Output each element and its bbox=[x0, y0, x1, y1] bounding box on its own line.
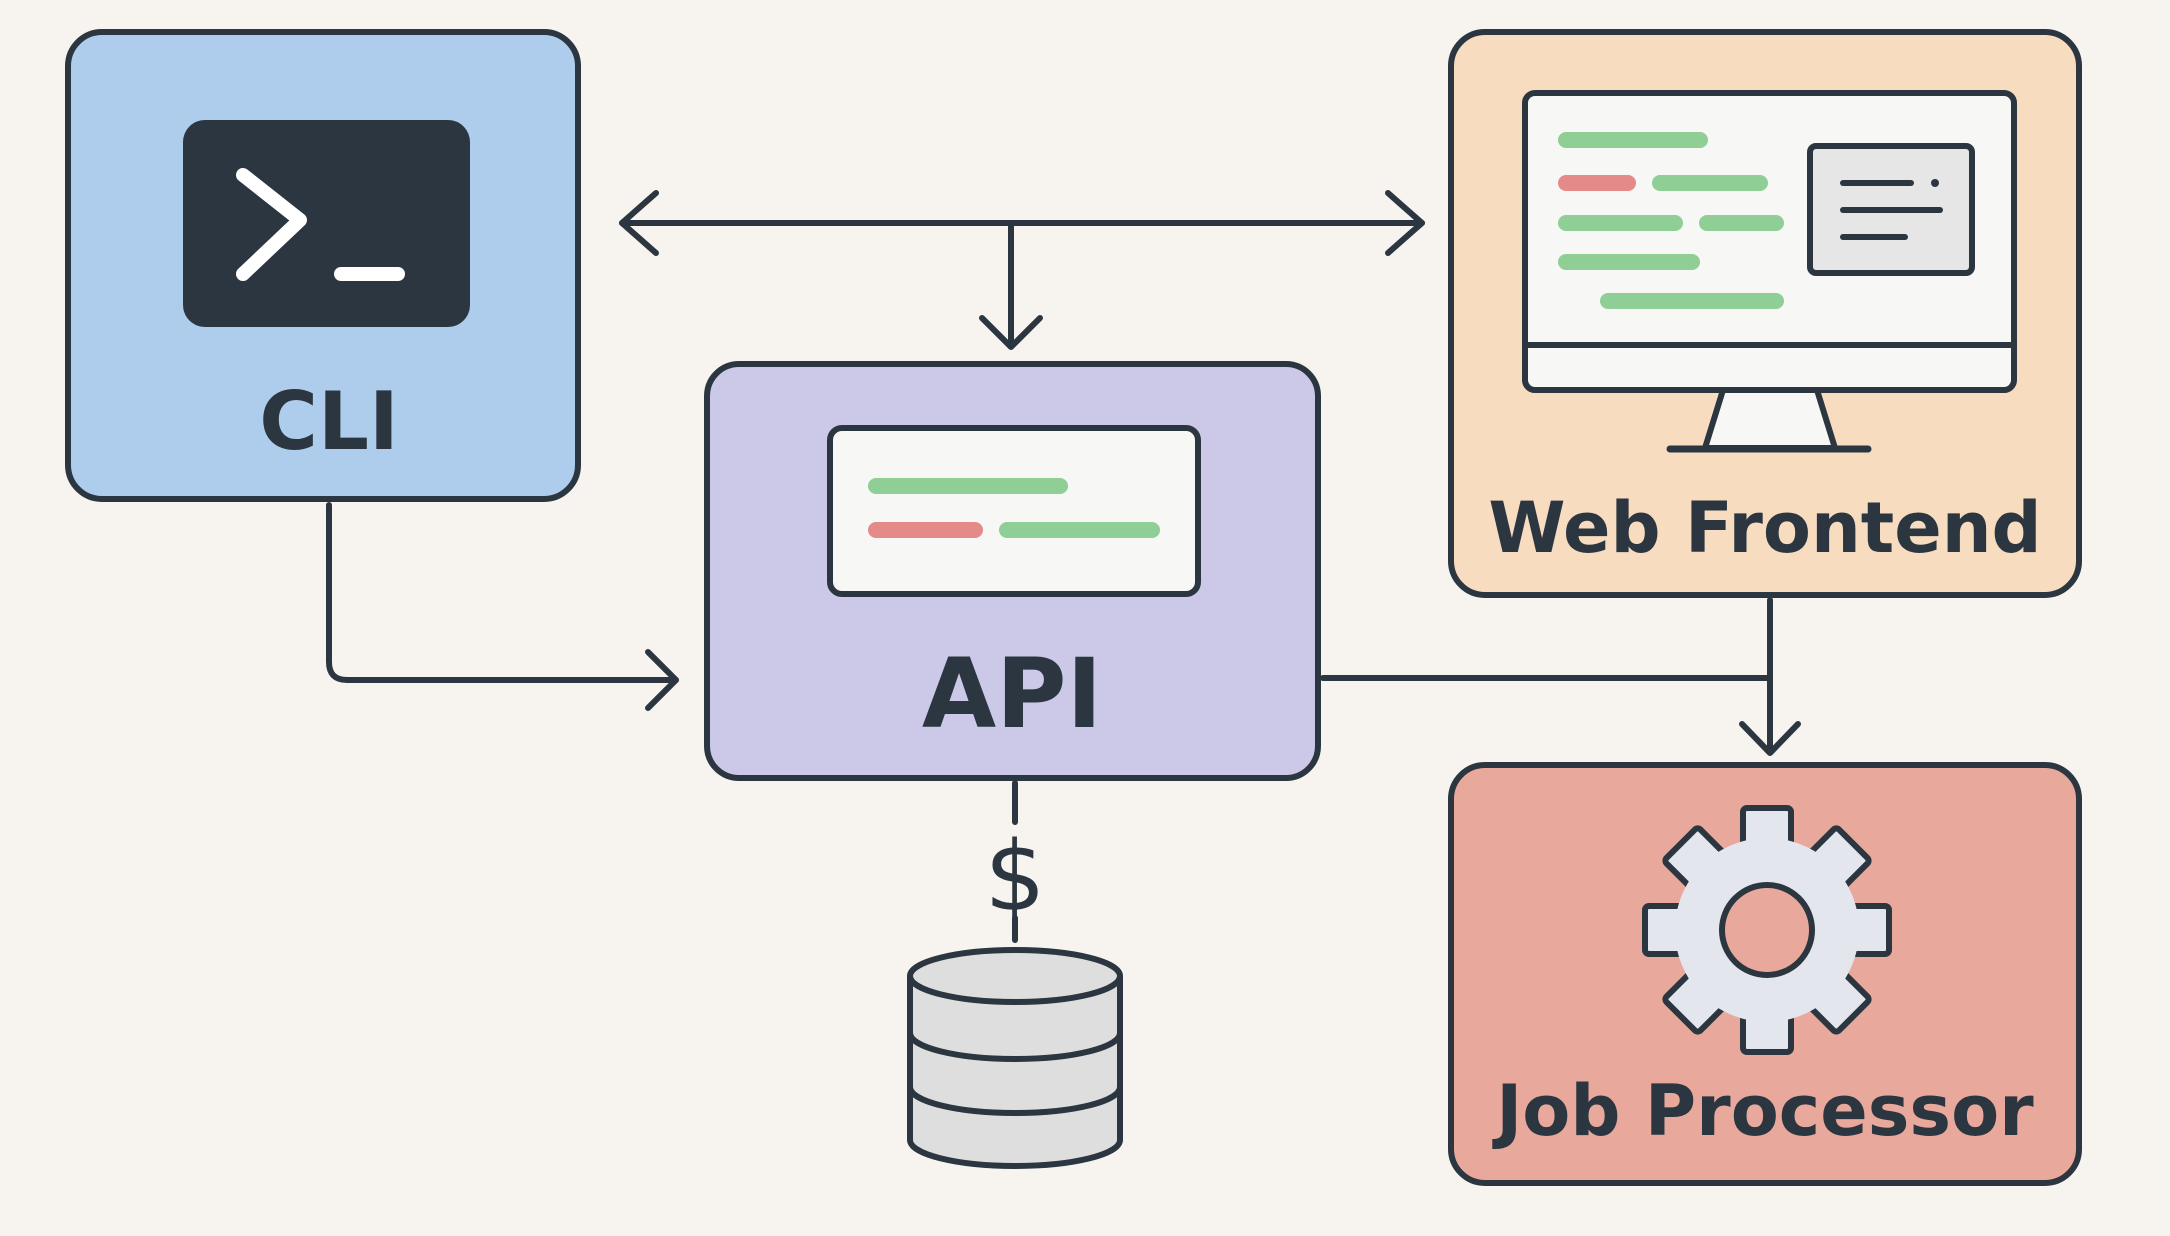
cli-node[interactable]: CLI bbox=[65, 29, 581, 502]
code-window-icon bbox=[827, 425, 1201, 597]
api-node[interactable]: API bbox=[704, 361, 1321, 781]
api-label: API bbox=[922, 638, 1102, 750]
edge-cli-web bbox=[619, 190, 1425, 256]
web-frontend-node[interactable]: Web Frontend bbox=[1448, 29, 2082, 598]
gear-icon bbox=[1642, 805, 1892, 1055]
edge-web-job bbox=[1739, 597, 1801, 756]
database-icon bbox=[907, 947, 1123, 1169]
edge-link-to-api bbox=[979, 220, 1043, 350]
connector-symbol: $ bbox=[984, 821, 1045, 933]
monitor-icon bbox=[1522, 90, 2017, 453]
terminal-icon bbox=[183, 120, 470, 327]
edge-cli-api bbox=[326, 502, 679, 711]
connectors bbox=[326, 190, 1801, 943]
web-frontend-label: Web Frontend bbox=[1488, 487, 2041, 569]
job-processor-node[interactable]: Job Processor bbox=[1448, 762, 2082, 1186]
cli-label: CLI bbox=[259, 375, 398, 468]
job-processor-label: Job Processor bbox=[1492, 1070, 2034, 1152]
